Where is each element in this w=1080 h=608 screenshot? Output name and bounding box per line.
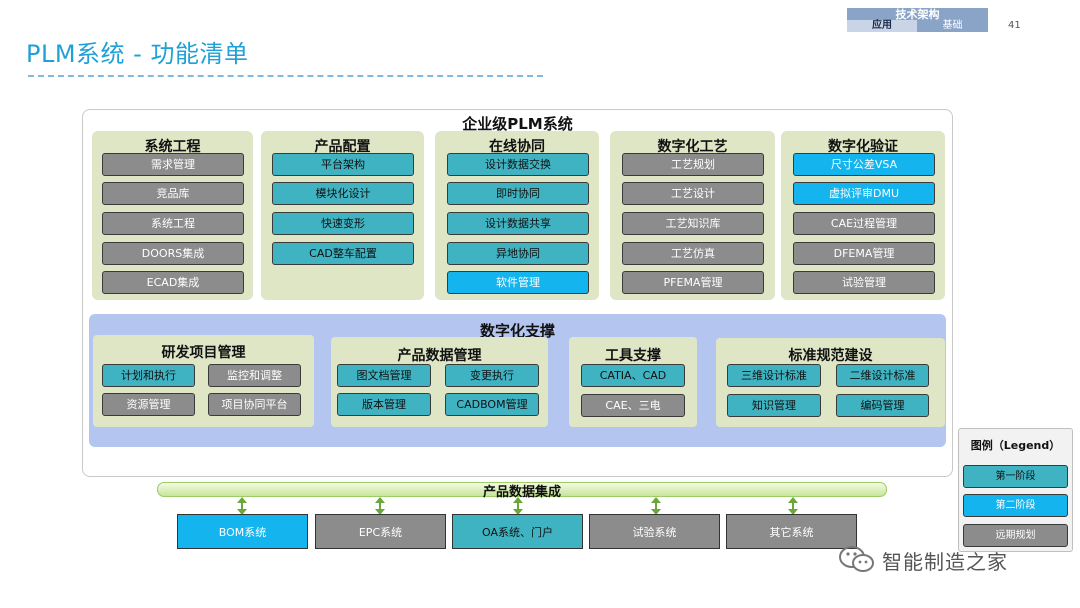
box-cadbom-management: CADBOM管理 [445, 393, 539, 416]
group-product-configuration: 产品配置 平台架构 模块化设计 快速变形 CAD整车配置 [261, 131, 424, 300]
box-version-management: 版本管理 [337, 393, 431, 416]
bidirectional-arrow-icon [788, 497, 798, 515]
tab-tech-architecture[interactable]: 技术架构 [847, 8, 988, 21]
group-title: 产品配置 [314, 139, 371, 155]
box-design-data-sharing: 设计数据共享 [447, 212, 589, 235]
group-title: 标准规范建设 [788, 348, 873, 364]
group-online-collaboration: 在线协同 设计数据交换 即时协同 设计数据共享 异地协同 软件管理 [435, 131, 599, 300]
system-other: 其它系统 [726, 514, 857, 549]
tab-foundation[interactable]: 基础 [917, 20, 988, 32]
legend-long-term: 远期规划 [963, 524, 1068, 547]
box-software-management: 软件管理 [447, 271, 589, 294]
watermark: 智能制造之家 [838, 545, 1008, 575]
box-process-knowledge: 工艺知识库 [622, 212, 764, 235]
tab-application[interactable]: 应用 [847, 20, 917, 32]
box-document-management: 图文档管理 [337, 364, 431, 387]
box-platform-architecture: 平台架构 [272, 153, 414, 176]
legend-title: 图例（Legend） [970, 439, 1061, 452]
group-system-engineering: 系统工程 需求管理 竞品库 系统工程 DOORS集成 ECAD集成 [92, 131, 253, 300]
group-title: 工具支撑 [605, 348, 661, 364]
box-cae-electric: CAE、三电 [581, 394, 685, 417]
box-process-planning: 工艺规划 [622, 153, 764, 176]
box-process-design: 工艺设计 [622, 182, 764, 205]
digital-support-title: 数字化支撑 [479, 322, 555, 340]
box-competitor-library: 竞品库 [102, 182, 244, 205]
group-title: 研发项目管理 [161, 345, 246, 361]
box-2d-design-standard: 二维设计标准 [836, 364, 929, 387]
page-title: PLM系统 - 功能清单 [26, 40, 249, 68]
box-dmu: 虚拟评审DMU [793, 182, 935, 205]
box-remote-collaboration: 异地协同 [447, 242, 589, 265]
group-rd-project-management: 研发项目管理 计划和执行 监控和调整 资源管理 项目协同平台 [93, 335, 314, 427]
box-monitor-adjust: 监控和调整 [208, 364, 301, 387]
page-number: 41 [1008, 20, 1021, 31]
box-design-data-exchange: 设计数据交换 [447, 153, 589, 176]
group-digital-verification: 数字化验证 尺寸公差VSA 虚拟评审DMU CAE过程管理 DFEMA管理 试验… [781, 131, 945, 300]
bidirectional-arrow-icon [237, 497, 247, 515]
group-title: 产品数据管理 [397, 348, 482, 364]
title-divider [28, 75, 543, 77]
integration-bus-title: 产品数据集成 [482, 485, 561, 500]
watermark-text: 智能制造之家 [882, 549, 1008, 574]
group-title: 在线协同 [489, 139, 545, 155]
box-coding-management: 编码管理 [836, 394, 929, 417]
box-process-simulation: 工艺仿真 [622, 242, 764, 265]
bidirectional-arrow-icon [651, 497, 661, 515]
box-change-execution: 变更执行 [445, 364, 539, 387]
box-doors: DOORS集成 [102, 242, 244, 265]
group-standards-building: 标准规范建设 三维设计标准 二维设计标准 知识管理 编码管理 [716, 338, 945, 427]
enterprise-plm-title: 企业级PLM系统 [462, 115, 573, 133]
box-resource-management: 资源管理 [102, 393, 195, 416]
box-system-engineering: 系统工程 [102, 212, 244, 235]
legend-phase-two: 第二阶段 [963, 494, 1068, 517]
bidirectional-arrow-icon [375, 497, 385, 515]
box-vsa: 尺寸公差VSA [793, 153, 935, 176]
group-product-data-management: 产品数据管理 图文档管理 变更执行 版本管理 CADBOM管理 [331, 337, 548, 427]
box-pfema: PFEMA管理 [622, 271, 764, 294]
box-requirements: 需求管理 [102, 153, 244, 176]
wechat-icon [838, 545, 876, 575]
integration-bus [157, 482, 887, 497]
box-instant-collaboration: 即时协同 [447, 182, 589, 205]
group-title: 数字化工艺 [657, 139, 728, 155]
box-modular-design: 模块化设计 [272, 182, 414, 205]
box-plan-execute: 计划和执行 [102, 364, 195, 387]
legend-phase-one: 第一阶段 [963, 465, 1068, 488]
box-rapid-morphing: 快速变形 [272, 212, 414, 235]
system-bom: BOM系统 [177, 514, 308, 549]
box-cad-vehicle-config: CAD整车配置 [272, 242, 414, 265]
group-digital-process: 数字化工艺 工艺规划 工艺设计 工艺知识库 工艺仿真 PFEMA管理 [610, 131, 775, 300]
system-epc: EPC系统 [315, 514, 446, 549]
group-title: 系统工程 [144, 139, 201, 155]
box-test-management: 试验管理 [793, 271, 935, 294]
box-knowledge-management: 知识管理 [727, 394, 821, 417]
system-test: 试验系统 [589, 514, 720, 549]
group-title: 数字化验证 [828, 139, 898, 155]
bidirectional-arrow-icon [513, 497, 523, 515]
box-3d-design-standard: 三维设计标准 [727, 364, 821, 387]
box-cae-process: CAE过程管理 [793, 212, 935, 235]
box-catia-cad: CATIA、CAD [581, 364, 685, 387]
system-oa-portal: OA系统、门户 [452, 514, 583, 549]
section-tabs: 技术架构 应用 基础 [847, 8, 988, 32]
box-project-collab-platform: 项目协同平台 [208, 393, 301, 416]
group-tool-support: 工具支撑 CATIA、CAD CAE、三电 [569, 337, 697, 427]
box-ecad: ECAD集成 [102, 271, 244, 294]
box-dfema: DFEMA管理 [793, 242, 935, 265]
